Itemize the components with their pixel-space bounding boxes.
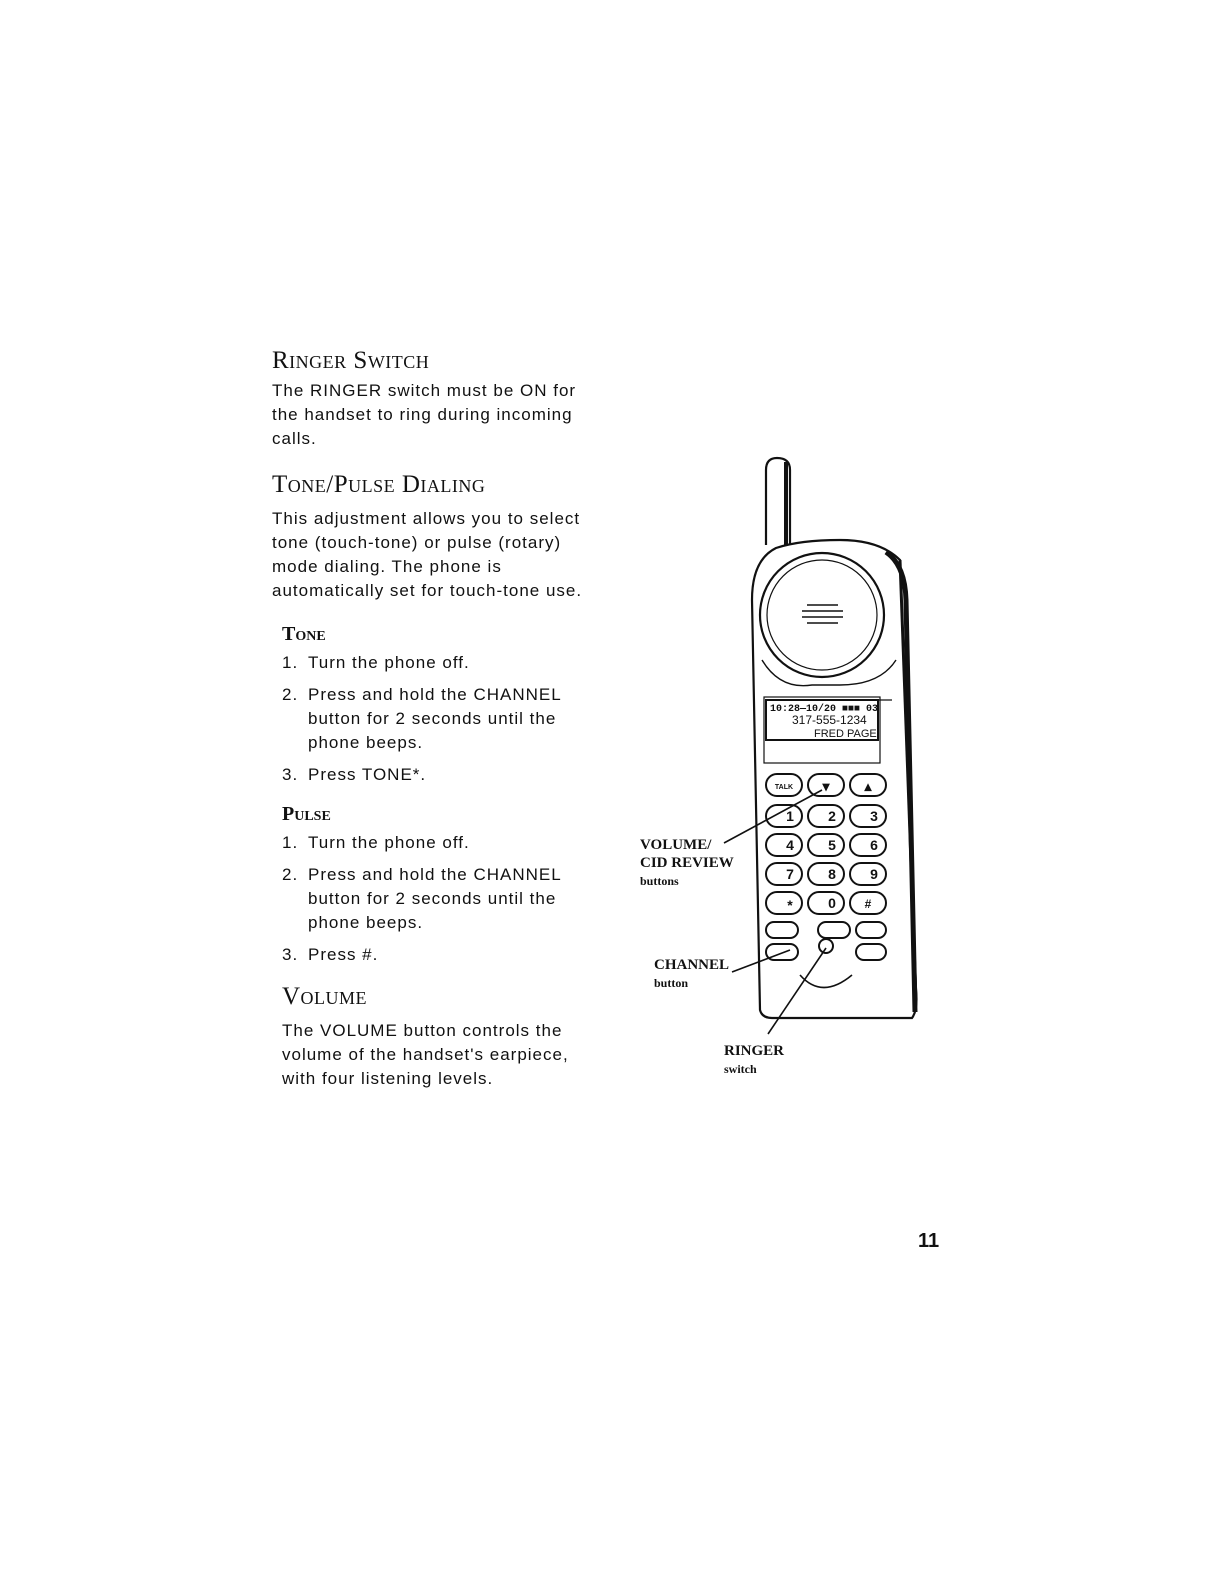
key-5: 5 [828, 837, 836, 853]
heading-volume: Volume [282, 983, 368, 1010]
heading-tone: Tone [282, 623, 326, 645]
display-line-2: 317-555-1234 [792, 713, 867, 727]
heading-pulse: Pulse [282, 803, 331, 825]
key-9: 9 [870, 866, 878, 882]
key-3: 3 [870, 808, 878, 824]
heading-tone-pulse: Tone/Pulse Dialing [272, 471, 486, 498]
list-item: 3.Press TONE*. [282, 765, 427, 784]
ringer-switch-body: The RINGER switch must be ON for the han… [272, 381, 577, 448]
tone-steps: 1.Turn the phone off. 2.Press and hold t… [282, 651, 602, 787]
talk-key-label: TALK [775, 784, 793, 791]
key-star: * [787, 897, 793, 913]
key-2: 2 [828, 808, 836, 824]
key-8: 8 [828, 866, 836, 882]
tone-pulse-body: This adjustment allows you to select ton… [272, 509, 583, 600]
text-column: Ringer Switch The RINGER switch must be … [272, 345, 602, 1091]
vol-up-icon: ▴ [863, 778, 872, 794]
volume-body: The VOLUME button controls the volume of… [282, 1021, 569, 1088]
lcd-display [765, 699, 879, 741]
earpiece [758, 551, 886, 679]
key-1: 1 [786, 808, 794, 824]
list-item: 2.Press and hold the CHANNEL button for … [282, 865, 562, 932]
list-item: 1.Turn the phone off. [282, 833, 470, 852]
page-number: 11 [918, 1230, 940, 1252]
pulse-steps: 1.Turn the phone off. 2.Press and hold t… [282, 831, 602, 967]
key-0: 0 [828, 895, 836, 911]
heading-ringer-switch: Ringer Switch [272, 347, 430, 374]
key-4: 4 [786, 837, 794, 853]
callout-channel: CHANNEL button [654, 957, 730, 990]
vol-down-icon: ▾ [821, 778, 830, 794]
callout-ringer: RINGER switch [724, 1043, 785, 1076]
key-6: 6 [870, 837, 878, 853]
key-hash: # [865, 897, 872, 911]
list-item: 1.Turn the phone off. [282, 653, 470, 672]
key-7: 7 [786, 866, 794, 882]
list-item: 3.Press #. [282, 945, 379, 964]
display-line-1: 10:28—10/20 ■■■ 03 [770, 703, 878, 715]
callout-volume-cid-review: VOLUME/ CID REVIEW buttons [640, 837, 734, 888]
list-item: 2.Press and hold the CHANNEL button for … [282, 685, 562, 752]
display-line-3: FRED PAGE [814, 728, 877, 740]
tone-pulse-subsections: Tone 1.Turn the phone off. 2.Press and h… [282, 621, 602, 1091]
